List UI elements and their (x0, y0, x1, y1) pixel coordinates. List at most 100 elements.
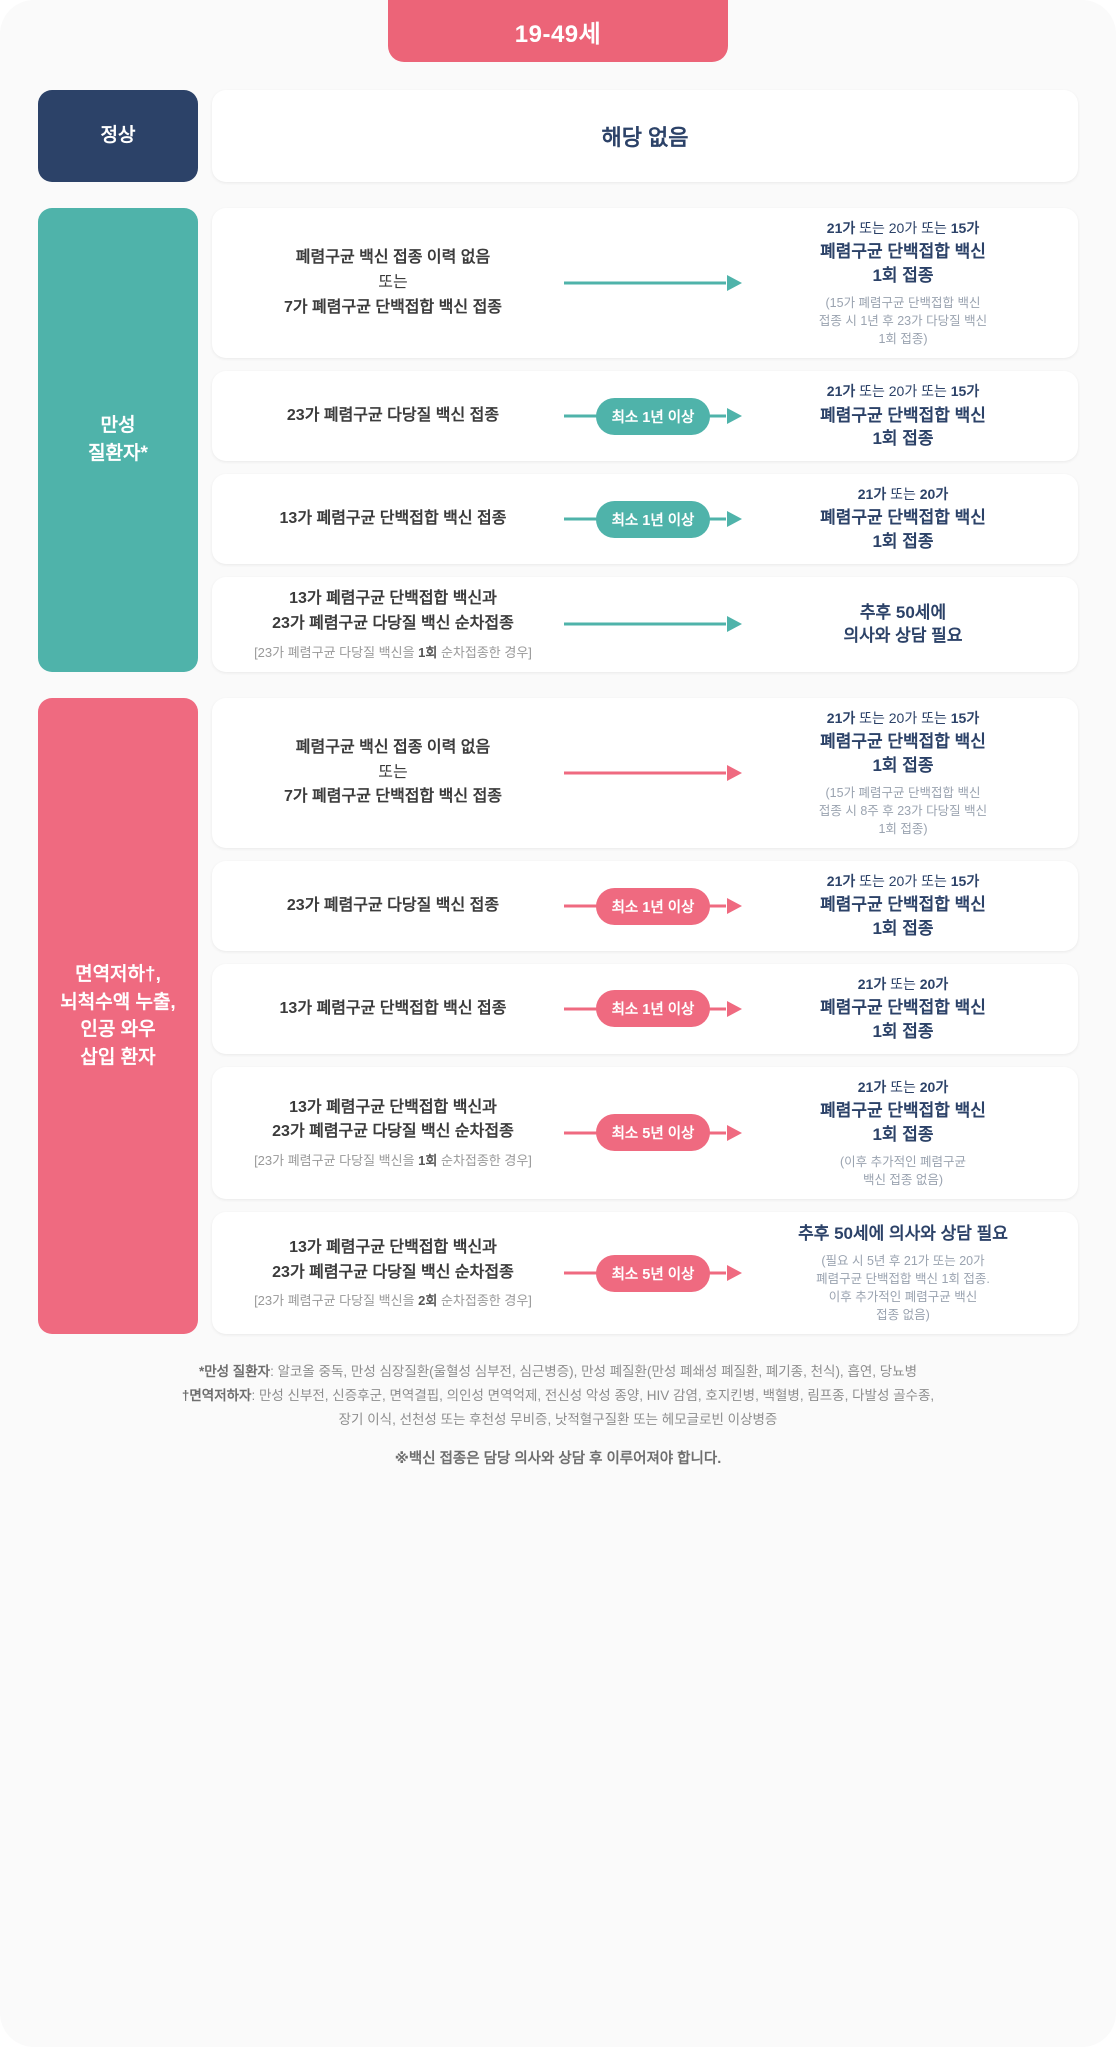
arrow-head-icon (727, 1124, 742, 1141)
interval-pill: 최소 1년 이상 (595, 887, 711, 925)
row-connector: 최소 5년 이상 (560, 1110, 746, 1156)
recommendation-valency: 21가 또는 20가 (857, 975, 949, 992)
row-connector: 최소 1년 이상 (560, 496, 746, 542)
row-condition: 13가 폐렴구균 단백접합 백신과 23가 폐렴구균 다당질 백신 순차접종 [23… (230, 1236, 560, 1311)
row-condition: 23가 폐렴구균 다당질 백신 접종 (230, 894, 560, 919)
condition-line: 23가 폐렴구균 다당질 백신 순차접종 (272, 1123, 514, 1141)
row-condition: 13가 폐렴구균 단백접합 백신 접종 (230, 997, 560, 1022)
recommendation-valency: 21가 또는 20가 (857, 1078, 949, 1095)
row-connector (560, 260, 746, 306)
footnote-chronic-marker: *만성 질환자 (198, 1364, 271, 1380)
condition-line: 23가 폐렴구균 다당질 백신 순차접종 (272, 1263, 514, 1281)
no-recommendation-text: 해당 없음 (601, 125, 689, 150)
recommendation-valency: 21가 또는 20가 또는 15가 (826, 873, 980, 890)
row-connector: 최소 1년 이상 (560, 986, 746, 1032)
interval-pill: 최소 5년 이상 (595, 1114, 711, 1152)
interval-pill: 최소 1년 이상 (595, 500, 711, 538)
condition-line: 폐렴구균 백신 접종 이력 없음 (295, 738, 491, 756)
arrow-head-icon (727, 275, 742, 292)
recommendation-valency: 21가 또는 20가 또는 15가 (826, 220, 980, 236)
footnote-immune-line1: †면역저하자: 만성 신부전, 신증후군, 면역결핍, 의인성 면역억제, 전신… (58, 1384, 1058, 1408)
header-wrap: 19-49세 (38, 0, 1078, 64)
recommendation-valency: 21가 또는 20가 또는 15가 (826, 709, 980, 726)
condition-line: 13가 폐렴구균 단백접합 백신과 (289, 590, 497, 608)
condition-line: 또는 (378, 763, 408, 781)
arrow-head-icon (727, 408, 742, 425)
row-card: 13가 폐렴구균 단백접합 백신과 23가 폐렴구균 다당질 백신 순차접종 [23… (212, 1066, 1078, 1200)
arrow-line (564, 622, 726, 626)
age-range-banner: 19-49세 (388, 0, 728, 62)
interval-pill: 최소 5년 이상 (595, 1254, 711, 1292)
interval-pill: 최소 1년 이상 (595, 990, 711, 1028)
recommendation-main: 추후 50세에 의사와 상담 필요 (798, 1224, 1008, 1244)
arrow-line (564, 771, 726, 775)
recommendation-valency: 21가 또는 20가 또는 15가 (826, 383, 980, 400)
condition-subnote: [23가 폐렴구균 다당질 백신을 2회 순차접종한 경우] (254, 1293, 532, 1309)
row-connector (560, 750, 746, 796)
row-card: 해당 없음 (212, 90, 1078, 182)
footnote-chronic-text: : 알코올 중독, 만성 심장질환(울혈성 심부전, 심근병증), 만성 폐질환… (270, 1364, 918, 1380)
condition-line: 13가 폐렴구균 단백접합 백신 접종 (279, 999, 507, 1017)
row-condition: 13가 폐렴구균 단백접합 백신 접종 (230, 507, 560, 532)
condition-line: 13가 폐렴구균 단백접합 백신과 (289, 1098, 497, 1116)
condition-line: 23가 폐렴구균 다당질 백신 순차접종 (272, 614, 514, 632)
row-card: 13가 폐렴구균 단백접합 백신과 23가 폐렴구균 다당질 백신 순차접종 [23… (212, 577, 1078, 672)
row-card: 13가 폐렴구균 단백접합 백신과 23가 폐렴구균 다당질 백신 순차접종 [23… (212, 1212, 1078, 1335)
row-condition: 13가 폐렴구균 단백접합 백신과 23가 폐렴구균 다당질 백신 순차접종 [23… (230, 1096, 560, 1171)
arrow-head-icon (727, 764, 742, 781)
footnote-chronic: *만성 질환자: 알코올 중독, 만성 심장질환(울혈성 심부전, 심근병증),… (58, 1360, 1058, 1384)
arrow-line (564, 281, 726, 285)
condition-subnote: [23가 폐렴구균 다당질 백신을 1회 순차접종한 경우] (254, 644, 532, 660)
footnote-immune-line2: 장기 이식, 선천성 또는 후천성 무비증, 낫적혈구질환 또는 헤모글로빈 이… (338, 1411, 778, 1427)
arrow-head-icon (727, 1265, 742, 1282)
condition-line: 23가 폐렴구균 다당질 백신 접종 (286, 896, 500, 914)
condition-line: 또는 (378, 273, 408, 291)
condition-line: 7가 폐렴구균 단백접합 백신 접종 (283, 298, 503, 316)
condition-line: 13가 폐렴구균 단백접합 백신과 (289, 1238, 497, 1256)
side-label-normal: 정상 (38, 90, 198, 182)
row-condition: 23가 폐렴구균 다당질 백신 접종 (230, 404, 560, 429)
footnotes: *만성 질환자: 알코올 중독, 만성 심장질환(울혈성 심부전, 심근병증),… (38, 1334, 1078, 1492)
arrow-head-icon (727, 616, 742, 633)
footnote-final: ※백신 접종은 담당 의사와 상담 후 이루어져야 합니다. (394, 1451, 722, 1468)
condition-line: 23가 폐렴구균 다당질 백신 접종 (286, 406, 500, 424)
condition-subnote: [23가 폐렴구균 다당질 백신을 1회 순차접종한 경우] (254, 1153, 532, 1169)
arrow-head-icon (727, 1000, 742, 1017)
rows-normal: 해당 없음 (212, 90, 1078, 182)
row-connector: 최소 5년 이상 (560, 1250, 746, 1296)
condition-line: 폐렴구균 백신 접종 이력 없음 (295, 248, 491, 266)
group-normal: 정상 해당 없음 (38, 90, 1078, 182)
